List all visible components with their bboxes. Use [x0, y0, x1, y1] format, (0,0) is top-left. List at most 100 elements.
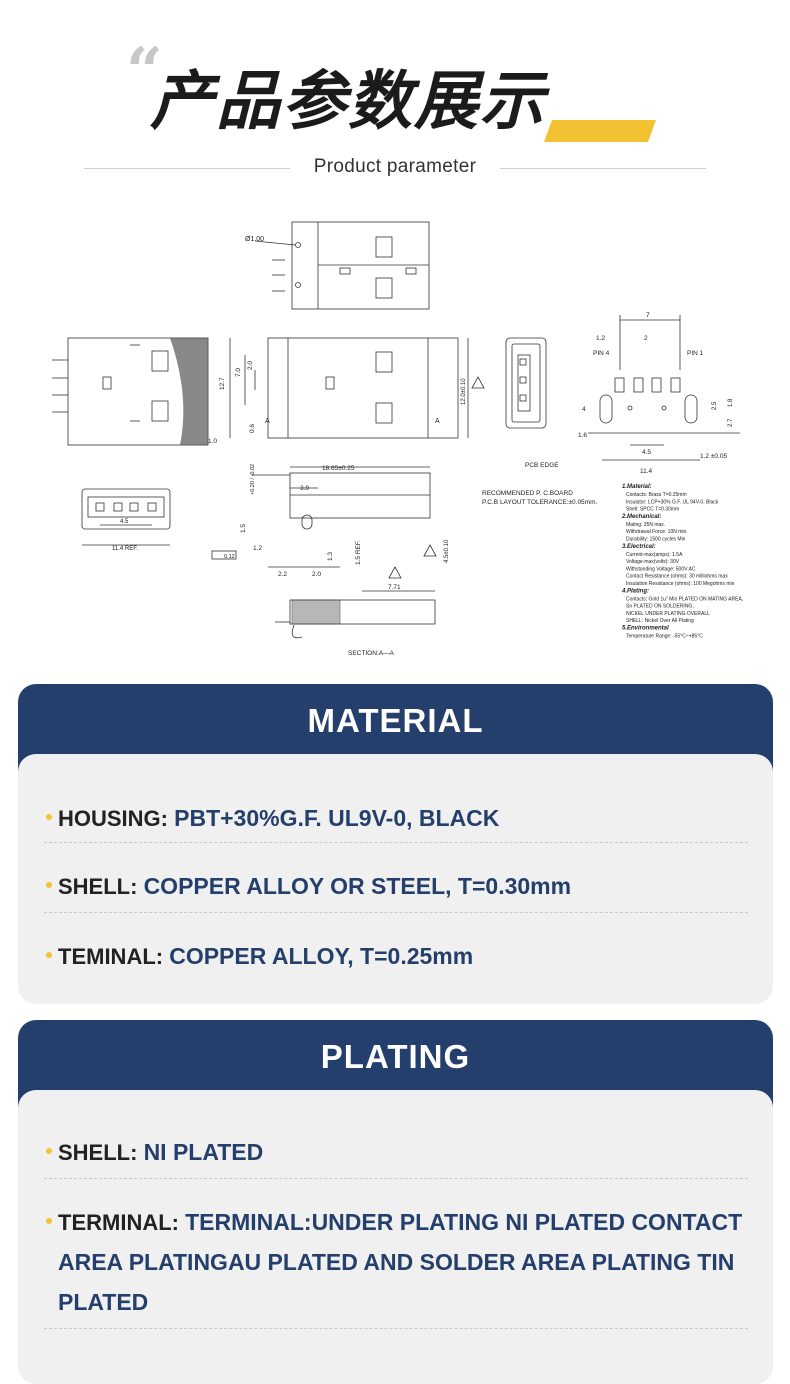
dim-4-5-b: 4.5: [120, 519, 129, 525]
spec-note-line: Withstanding Voltage: 500V AC: [626, 566, 696, 572]
dim-11-4: 11.4: [640, 468, 653, 475]
front-view: [505, 337, 547, 429]
spec-note-line: Shell: SPCC T=0.30mm: [626, 507, 679, 513]
material-key: HOUSING:: [58, 806, 175, 831]
dim-1-5-ref: 1.5 REF.: [355, 540, 362, 565]
spec-note-line: Durability: 1500 cycles Min: [626, 537, 686, 543]
spec-note-line: Insulator: LCP+30% G.F. UL 94V-0, Black: [626, 499, 719, 505]
plating-value: TERMINAL:UNDER PLATING NI PLATED CONTACT…: [58, 1209, 743, 1315]
spec-note-line: 3.Electrical:: [622, 544, 656, 550]
dim-2-7: 2.7: [728, 418, 734, 427]
pin1-label: PIN 1: [687, 350, 704, 357]
plating-value: NI PLATED: [143, 1139, 264, 1165]
dim-7: 7: [646, 312, 650, 319]
material-value: COPPER ALLOY OR STEEL, T=0.30mm: [143, 873, 572, 899]
dim-tolerance: +0.20 / -0.02: [250, 464, 256, 495]
dim-1-5: 1.5: [240, 524, 247, 533]
dim-18-65: 18.65±0.25: [322, 465, 355, 472]
bullet-dot: [46, 1218, 52, 1224]
dim-1-0: 1.0: [208, 438, 217, 445]
spec-note-line: Contacts: Brass T=0.25mm: [626, 492, 687, 498]
dim-7-71: 7.71: [388, 584, 401, 591]
dim-1-2-tol: 1.2 ±0.05: [700, 453, 727, 460]
dim-4-5-tol: 4.5±0.10: [444, 539, 450, 563]
dim-1-2-b: 1.2: [253, 545, 262, 552]
row-divider: [44, 912, 748, 913]
bullet-dot: [46, 814, 52, 820]
spec-note-line: 5.Environmental: [622, 626, 669, 632]
title-accent-bar: [543, 120, 657, 142]
row-divider: [44, 1328, 748, 1329]
spec-note-line: Sn PLATED ON SOLDERING,: [626, 604, 694, 610]
spec-note-line: Current-max(amps): 1.5A: [626, 552, 683, 558]
plating-key: SHELL:: [58, 1140, 144, 1165]
plating-card: SHELL: NI PLATED TERMINAL: TERMINAL:UNDE…: [18, 1090, 773, 1384]
material-row-terminal: TEMINAL: COPPER ALLOY, T=0.25mm: [44, 938, 748, 975]
spec-note-line: Temperature Range: -55°C~+85°C: [626, 634, 703, 640]
spec-note-line: Contacts: Gold 1u" Min PLATED ON MATING …: [626, 596, 743, 602]
subtitle-line-left: [84, 168, 290, 169]
dim-section-a-2: A: [435, 418, 440, 425]
row-divider: [44, 842, 748, 843]
spec-note-line: Voltage-max(volts): 30V: [626, 559, 680, 565]
dim-2-0: 2.0: [247, 361, 254, 370]
bottom-side-view: [252, 466, 431, 568]
bullet-dot: [46, 882, 52, 888]
spec-note-line: Mating: 35N max.: [626, 522, 665, 528]
dim-1-8: 1.8: [728, 398, 734, 407]
pcb-layout: [588, 315, 740, 461]
dim-flatness: 0.12: [224, 554, 235, 560]
end-view: [81, 488, 171, 546]
plating-row-shell: SHELL: NI PLATED: [44, 1134, 748, 1171]
plating-row-terminal: TERMINAL: TERMINAL:UNDER PLATING NI PLAT…: [44, 1204, 748, 1324]
plating-title: PLATING: [320, 1038, 471, 1075]
spec-note-line: Contact Resistance (ohms): 30 milliohms …: [626, 574, 728, 580]
material-value: COPPER ALLOY, T=0.25mm: [169, 943, 474, 969]
dim-2: 2: [644, 335, 648, 342]
side-view-left: [52, 337, 209, 446]
section-view: [275, 590, 436, 639]
dim-11-4-ref: 11.4 REF.: [112, 546, 138, 552]
spec-note-line: 2.Mechanical:: [621, 514, 661, 520]
material-row-housing: HOUSING: PBT+30%G.F. UL9V-0, BLACK: [44, 800, 748, 837]
section-label: SECTION:A—A: [348, 650, 395, 657]
material-title: MATERIAL: [307, 702, 484, 739]
spec-note-line: 1.Material:: [622, 484, 652, 490]
spec-note-line: Withdrawal Force: 10N min.: [626, 529, 688, 535]
dim-section-a-1: A: [265, 418, 270, 425]
spec-note-line: 4.Plating:: [621, 588, 649, 594]
pin4-label: PIN 4: [593, 350, 610, 357]
layout-tolerance-label: P.C.B LAYOUT TOLERANCE:±0.05mm.: [482, 499, 598, 506]
material-value: PBT+30%G.F. UL9V-0, BLACK: [174, 805, 500, 831]
dim-1-2: 1.2: [596, 335, 605, 342]
row-divider: [44, 1178, 748, 1179]
dim-2-5: 2.5: [712, 401, 718, 410]
dim-phi: Ø1.00: [245, 236, 264, 243]
spec-note-line: SHELL: Nickel Over All Plating: [626, 618, 694, 624]
dim-1-6: 1.6: [578, 432, 587, 439]
dim-1-3: 1.3: [327, 552, 334, 561]
dim-4: 4: [582, 406, 586, 413]
dim-2-2: 2.2: [278, 571, 287, 578]
subtitle-line-right: [500, 168, 706, 169]
technical-drawing: Ø1.00 1.0 12.7 7.0 2.0 A A 0.6 12.0±0.10: [40, 205, 760, 665]
top-view: [254, 221, 430, 310]
dim-4-5: 4.5: [642, 449, 651, 456]
dim-12-7: 12.7: [219, 377, 226, 390]
material-card: HOUSING: PBT+30%G.F. UL9V-0, BLACK SHELL…: [18, 754, 773, 1004]
material-key: TEMINAL:: [58, 944, 170, 969]
material-key: SHELL:: [58, 874, 144, 899]
spec-note-line: Insulation Resistance (ohms): 100 Megohm…: [626, 581, 735, 587]
quote-mark: “: [126, 34, 163, 109]
dim-12-0: 12.0±0.10: [461, 378, 467, 405]
side-view-main: [229, 337, 469, 439]
pcb-edge-label: PCB EDGE: [525, 462, 559, 469]
dim-3-9: 3.9: [300, 485, 309, 492]
dim-0-6: 0.6: [249, 424, 256, 433]
page-header: “ 产品参数展示 Product parameter: [0, 0, 790, 200]
bullet-dot: [46, 1148, 52, 1154]
spec-notes: 1.Material:Contacts: Brass T=0.25mmInsul…: [621, 484, 743, 640]
material-row-shell: SHELL: COPPER ALLOY OR STEEL, T=0.30mm: [44, 868, 748, 905]
page-title: 产品参数展示: [150, 65, 546, 139]
spec-note-line: NICKEL UNDER PLATING OVERALL: [626, 611, 710, 617]
